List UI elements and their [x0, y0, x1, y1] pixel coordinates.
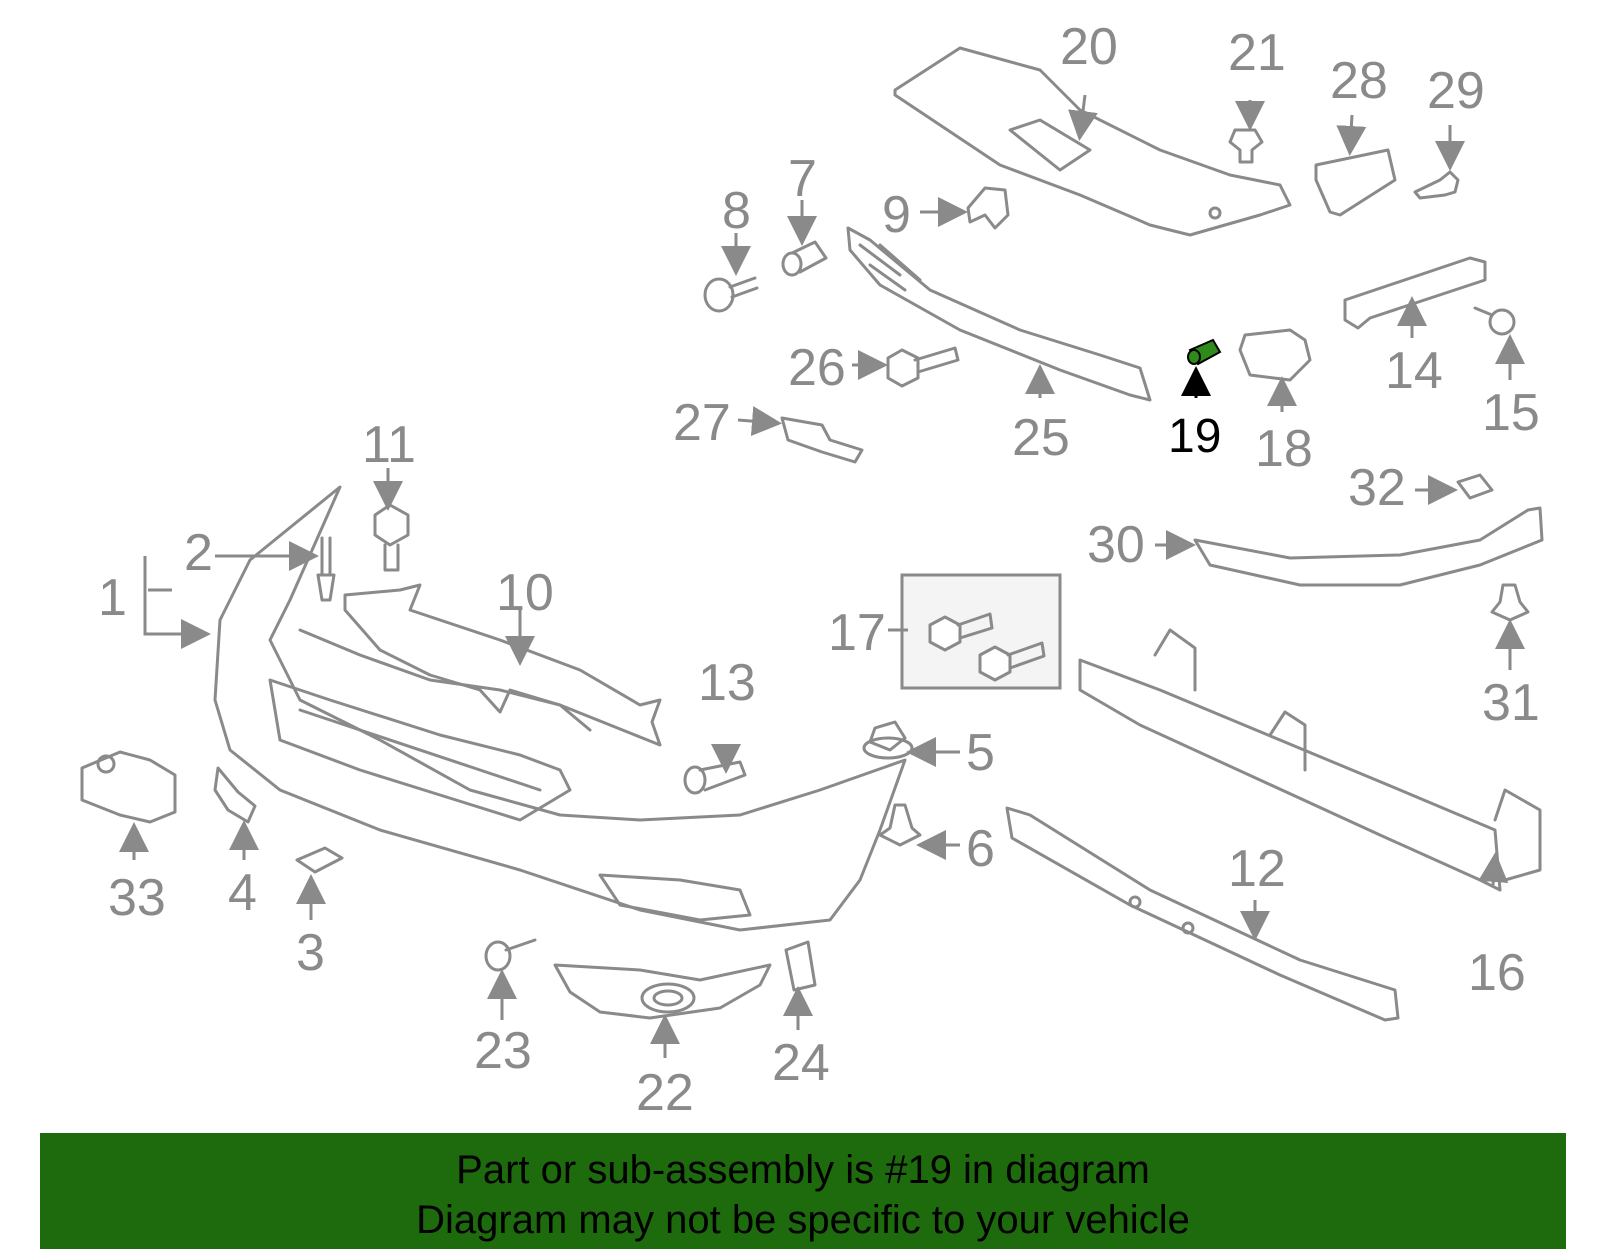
part-8-bolt	[703, 276, 759, 313]
callout-14: 14	[1385, 342, 1443, 400]
part-32-nut	[1456, 473, 1494, 500]
part-15-screw	[1473, 306, 1516, 336]
callout-numbers: 20 21 28 29 9 7 8 25 26 27 19 18 14 15 3…	[98, 18, 1540, 1122]
callout-22: 22	[636, 1064, 694, 1122]
callout-21: 21	[1228, 24, 1286, 82]
callout-7: 7	[788, 150, 817, 208]
part-10-bracket	[343, 583, 662, 747]
part-21-clip	[1228, 128, 1264, 164]
part-11-bolt	[373, 503, 410, 572]
callout-16: 16	[1468, 944, 1526, 1002]
part-30-molding	[1193, 506, 1544, 587]
part-13-pin	[683, 760, 747, 795]
part-7-spacer	[781, 240, 828, 277]
part-1-bumper-cover	[213, 485, 907, 932]
part-5-clip	[862, 720, 914, 760]
callout-33: 33	[108, 869, 166, 927]
part-24-bracket	[784, 940, 817, 992]
callout-26: 26	[788, 339, 846, 397]
part-16-reinforcement	[1078, 628, 1542, 892]
part-29-screw	[1413, 170, 1460, 200]
part-33-sensor	[80, 750, 177, 824]
callout-8: 8	[722, 182, 751, 240]
callout-12: 12	[1228, 840, 1286, 898]
callout-15: 15	[1482, 384, 1540, 442]
part-9-clip	[966, 186, 1010, 230]
part-18-bracket	[1238, 328, 1312, 382]
part-19-clip	[1187, 338, 1222, 366]
part-12-lower-bar	[1005, 806, 1400, 1022]
callout-20: 20	[1060, 18, 1118, 76]
callout-10: 10	[496, 564, 554, 622]
callout-25: 25	[1012, 409, 1070, 467]
callout-27: 27	[673, 394, 731, 452]
callout-2: 2	[184, 524, 213, 582]
callout-31: 31	[1482, 674, 1540, 732]
part-25-grille	[846, 226, 1152, 402]
part-4-cover	[213, 766, 257, 824]
callout-11: 11	[362, 416, 416, 474]
callout-30: 30	[1087, 516, 1145, 574]
callout-24: 24	[772, 1034, 830, 1092]
callout-28: 28	[1330, 52, 1388, 110]
callout-6: 6	[966, 820, 995, 878]
callout-4: 4	[228, 864, 257, 922]
part-31-clip	[1490, 583, 1530, 622]
callout-23: 23	[474, 1022, 532, 1080]
part-20-cover	[893, 46, 1292, 237]
parts-diagram: 20 21 28 29 9 7 8 25 26 27 19 18 14 15 3…	[80, 18, 1544, 1122]
part-26-bolt	[886, 346, 960, 388]
leader-lines	[119, 94, 1525, 1058]
info-banner: Part or sub-assembly is #19 in diagram D…	[40, 1133, 1566, 1249]
callout-5: 5	[966, 724, 995, 782]
callout-32: 32	[1348, 459, 1406, 517]
callout-29: 29	[1427, 62, 1485, 120]
part-27-bracket	[780, 416, 864, 464]
callout-17: 17	[828, 604, 886, 662]
part-17-bolt-kit	[900, 573, 1062, 690]
callout-13: 13	[698, 654, 756, 712]
banner-line-1: Part or sub-assembly is #19 in diagram	[456, 1148, 1150, 1192]
callout-19: 19	[1168, 410, 1221, 463]
part-22-fog-grille	[553, 963, 772, 1020]
callout-1: 1	[98, 569, 127, 627]
part-14-strip	[1343, 256, 1487, 330]
part-6-screw	[878, 803, 922, 847]
banner-line-2: Diagram may not be specific to your vehi…	[416, 1198, 1190, 1242]
part-28-bracket	[1314, 148, 1397, 217]
callout-9: 9	[882, 186, 911, 244]
callout-3: 3	[296, 924, 325, 982]
part-2-stud	[316, 536, 336, 602]
part-23-screw	[484, 938, 537, 972]
part-3-nut	[295, 846, 344, 874]
callout-18: 18	[1255, 420, 1313, 478]
